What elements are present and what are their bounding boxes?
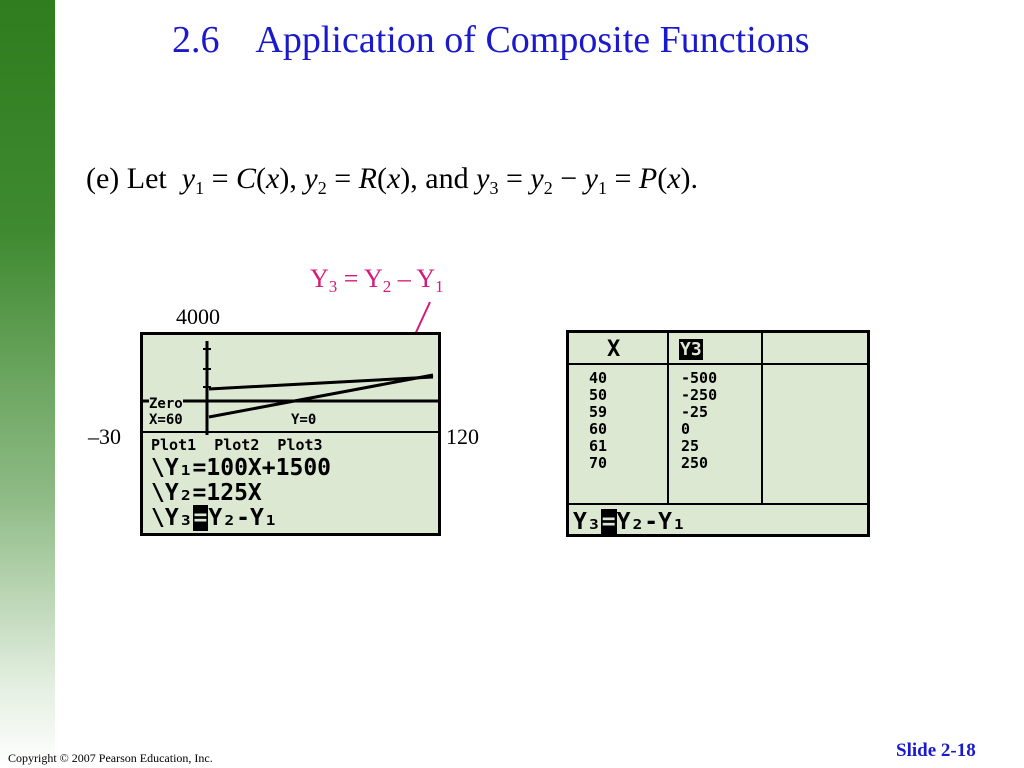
table-cell-x: 61 — [589, 437, 608, 455]
x-readout: X=60 — [149, 412, 183, 428]
statement-intro: (e) Let — [86, 162, 167, 195]
annotation-label: Y3 = Y2 – Y1 — [310, 264, 444, 296]
graph-plot — [143, 341, 438, 435]
table-cell-x: 59 — [589, 403, 608, 421]
table-footer-divider — [569, 503, 867, 505]
y2-equation: \Y₂=125X — [151, 480, 262, 506]
copyright: Copyright © 2007 Pearson Education, Inc. — [8, 751, 213, 765]
y1-equation: \Y₁=100X+1500 — [151, 455, 332, 481]
table-cell-y3: 250 — [681, 454, 709, 472]
table-cell-y3: 0 — [681, 420, 691, 438]
table-header-y3: Y3 — [679, 339, 703, 360]
plot-row: Plot1 Plot2 Plot3 — [151, 436, 323, 454]
slide-title: 2.6 Application of Composite Functions — [172, 19, 810, 61]
xmin-label: –30 — [88, 424, 121, 449]
slide-number: Slide 2-18 — [896, 740, 976, 761]
table-cell-y3: -25 — [681, 403, 709, 421]
statement-math-2: y3 = y2 − y1 = P(x). — [476, 162, 699, 198]
table-cell-x: 40 — [589, 369, 608, 387]
problem-statement: (e) Let y1 = C(x), y2 = R(x), and y3 = y… — [86, 162, 698, 199]
zero-label: Zero — [149, 396, 183, 412]
ymax-label: 4000 — [176, 304, 220, 329]
table-cell-y3: -250 — [681, 386, 718, 404]
table-cell-y3: 25 — [681, 437, 700, 455]
table-footer-equation: Y₃=Y₂-Y₁ — [573, 509, 686, 535]
table-cell-x: 70 — [589, 454, 608, 472]
table-col-divider-1 — [667, 333, 669, 503]
table-cell-x: 50 — [589, 386, 608, 404]
table-header-x: X — [607, 337, 621, 362]
table-header-divider — [569, 363, 867, 365]
statement-math-1: y1 = C(x), y2 = R(x), — [181, 162, 418, 198]
table-screen: X Y3 40 -500 50 -250 59 -25 60 0 61 25 70 250 Y₃=Y₂… — [566, 330, 870, 537]
graph-divider — [143, 431, 438, 433]
y3-equation: \Y₃=Y₂-Y₁ — [151, 505, 278, 531]
xmax-label: 120 — [446, 424, 479, 449]
graph-screen: Zero X=60 Y=0 Plot1 Plot2 Plot3 \Y₁=100X… — [140, 332, 441, 536]
sidebar-gradient — [0, 0, 55, 768]
statement-and: and — [425, 162, 469, 195]
table-cell-y3: -500 — [681, 369, 718, 387]
y-readout: Y=0 — [291, 412, 317, 428]
table-col-divider-2 — [761, 333, 763, 503]
table-cell-x: 60 — [589, 420, 608, 438]
